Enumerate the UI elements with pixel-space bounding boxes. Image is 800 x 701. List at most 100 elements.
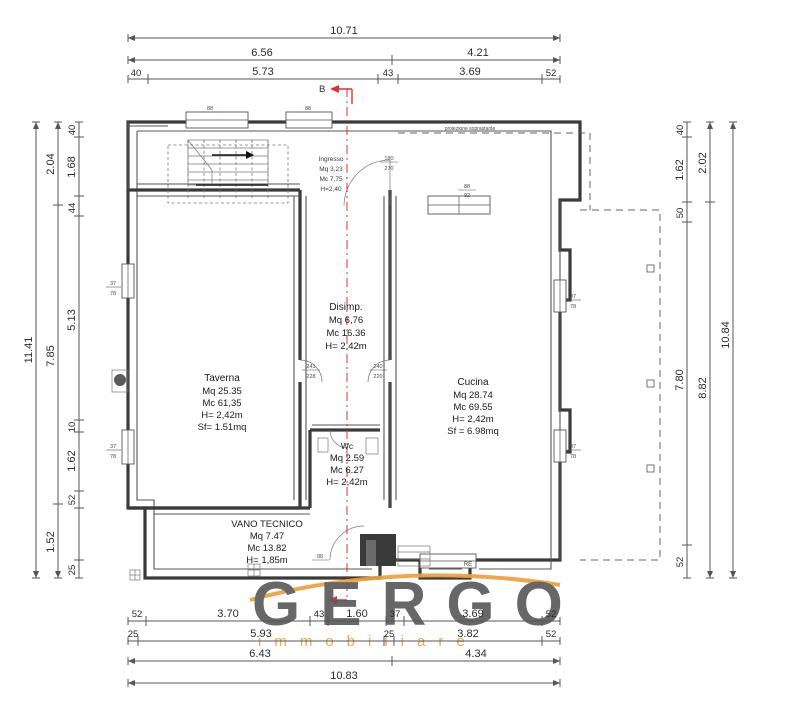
dim-bot2-52: 52 <box>546 629 557 640</box>
opening-labels: 37 78 37 78 37 78 37 78 241 228 240 <box>106 106 581 561</box>
dim-right-780: 7.80 <box>674 369 686 390</box>
dim-bot3-434: 4.34 <box>465 648 486 660</box>
svg-text:H=2,40: H=2,40 <box>320 186 342 193</box>
ref-note: RE <box>464 562 472 568</box>
dim-top-left: 6.56 <box>251 47 272 59</box>
window-label-bottom-right: 88 <box>312 554 329 561</box>
window-label-left-lower: 37 78 <box>106 444 121 460</box>
svg-text:H= 2,42m: H= 2,42m <box>201 410 243 421</box>
svg-text:Disimp.: Disimp. <box>329 302 362 313</box>
dim-bot4-total: 10.83 <box>330 670 358 682</box>
dim-left-513: 5.13 <box>66 309 78 330</box>
section-label-b: B <box>319 84 325 95</box>
window-label-cucina: 88 92 <box>458 184 476 199</box>
svg-text:Mc 61,35: Mc 61,35 <box>202 398 241 409</box>
svg-text:Sf= 1.51mq: Sf= 1.51mq <box>198 422 247 433</box>
dim-bot2-593: 5.93 <box>250 628 271 640</box>
svg-text:Mc 7,75: Mc 7,75 <box>319 176 343 183</box>
dim-bot2-25b: 25 <box>384 629 395 640</box>
svg-text:270: 270 <box>384 166 393 172</box>
dim-left-162: 1.62 <box>66 450 78 471</box>
staircase <box>167 139 289 204</box>
svg-text:88: 88 <box>305 106 311 112</box>
svg-text:Mq 6,76: Mq 6,76 <box>329 315 363 326</box>
room-label-wc: Wc Mq 2.59 Mc 6.27 H= 2,42m <box>326 441 368 488</box>
svg-text:Mq 7.47: Mq 7.47 <box>250 531 284 542</box>
svg-text:88: 88 <box>317 554 323 560</box>
dim-top-40: 40 <box>131 68 142 79</box>
svg-text:H= 2,42m: H= 2,42m <box>326 477 368 488</box>
dim-right-52: 52 <box>675 557 686 568</box>
svg-text:37: 37 <box>570 444 576 450</box>
svg-text:78: 78 <box>570 304 576 310</box>
dim-left-40: 40 <box>67 125 78 136</box>
window-label-ingresso-top: 88 <box>300 106 317 113</box>
svg-text:241: 241 <box>306 364 315 370</box>
dim-left-total: 11.41 <box>23 337 35 364</box>
svg-text:78: 78 <box>570 454 576 460</box>
dim-bot1-52b: 52 <box>546 609 557 620</box>
dim-left-785: 7.85 <box>45 345 57 366</box>
dim-right-162: 1.62 <box>674 159 686 180</box>
dim-top-369: 3.69 <box>459 66 480 78</box>
dim-left-10: 10 <box>67 422 78 433</box>
dim-top-573: 5.73 <box>252 66 273 78</box>
room-label-taverna: Taverna Mq 25.35 Mc 61,35 H= 2,42m Sf= 1… <box>198 373 247 433</box>
svg-text:Mq 28.74: Mq 28.74 <box>453 390 493 401</box>
dim-right-total: 10.84 <box>720 321 732 349</box>
doors <box>298 159 392 561</box>
window-label-stair: 88 <box>202 106 219 113</box>
watermark-logo: GERGO immobiliare <box>249 570 583 650</box>
svg-text:37: 37 <box>110 281 116 287</box>
dim-right-50: 50 <box>675 208 686 219</box>
svg-text:Mq 3,23: Mq 3,23 <box>319 166 343 173</box>
right-dimensions: 40 1.62 50 7.80 52 2.02 8.82 10.84 <box>674 121 737 579</box>
dim-left-52: 52 <box>67 495 78 506</box>
svg-text:Ingresso: Ingresso <box>319 156 344 163</box>
logo-wordmark: GERGO <box>252 570 583 639</box>
svg-text:228: 228 <box>306 374 315 380</box>
room-label-disimpegno: Disimp. Mq 6,76 Mc 16.36 H= 2,42m <box>325 302 367 352</box>
svg-text:220: 220 <box>373 374 382 380</box>
room-label-ingresso: Ingresso Mq 3,23 Mc 7,75 H=2,40 <box>319 156 344 193</box>
dim-bot1-160: 1.60 <box>346 608 367 620</box>
svg-text:Mq 2.59: Mq 2.59 <box>330 453 364 464</box>
dim-left-204: 2.04 <box>45 153 57 174</box>
svg-text:88: 88 <box>464 184 470 190</box>
svg-text:H= 2,42m: H= 2,42m <box>325 341 367 352</box>
dim-right-40: 40 <box>675 125 686 136</box>
dim-bot1-52a: 52 <box>132 609 143 620</box>
door-label-taverna: 241 228 <box>302 364 320 380</box>
svg-text:H= 1,85m: H= 1,85m <box>246 555 288 566</box>
svg-text:88: 88 <box>207 106 213 112</box>
svg-text:Mc 6.27: Mc 6.27 <box>330 465 364 476</box>
svg-text:240: 240 <box>373 364 382 370</box>
dim-top-total: 10.71 <box>330 25 358 37</box>
svg-text:180: 180 <box>384 156 393 162</box>
svg-text:78: 78 <box>110 454 116 460</box>
bottom-dimensions: 52 3.70 43 1.60 37 3.69 52 25 5.93 25 3.… <box>127 608 561 687</box>
room-label-cucina: Cucina Mq 28.74 Mc 69.55 H= 2,42m Sf = 6… <box>447 377 499 437</box>
dim-bot1-43: 43 <box>314 609 325 620</box>
top-dimensions: 10.71 6.56 4.21 40 5.73 43 3.69 52 <box>127 25 561 84</box>
dim-top-right: 4.21 <box>467 47 488 59</box>
svg-text:H= 2,42m: H= 2,42m <box>452 414 494 425</box>
fixtures: RE <box>111 369 472 581</box>
left-dimensions: 11.41 2.04 7.85 1.52 40 1.68 44 5.13 10 … <box>23 121 84 579</box>
projection-lines: proiezione soprastante <box>398 126 661 561</box>
svg-text:37: 37 <box>570 294 576 300</box>
svg-text:37: 37 <box>110 444 116 450</box>
window-label-right-lower: 37 78 <box>566 444 581 460</box>
door-label-cucina: 240 220 <box>369 364 387 380</box>
dim-left-25: 25 <box>67 565 78 576</box>
section-mark-b-top: B <box>319 84 353 104</box>
svg-text:Taverna: Taverna <box>204 373 240 384</box>
windows <box>121 111 567 569</box>
svg-text:Mc 69.55: Mc 69.55 <box>453 402 492 413</box>
svg-text:Mq 25.35: Mq 25.35 <box>202 386 242 397</box>
dim-right-882: 8.82 <box>697 377 709 398</box>
dim-bot2-382: 3.82 <box>457 628 478 640</box>
dim-bot2-25a: 25 <box>128 629 139 640</box>
